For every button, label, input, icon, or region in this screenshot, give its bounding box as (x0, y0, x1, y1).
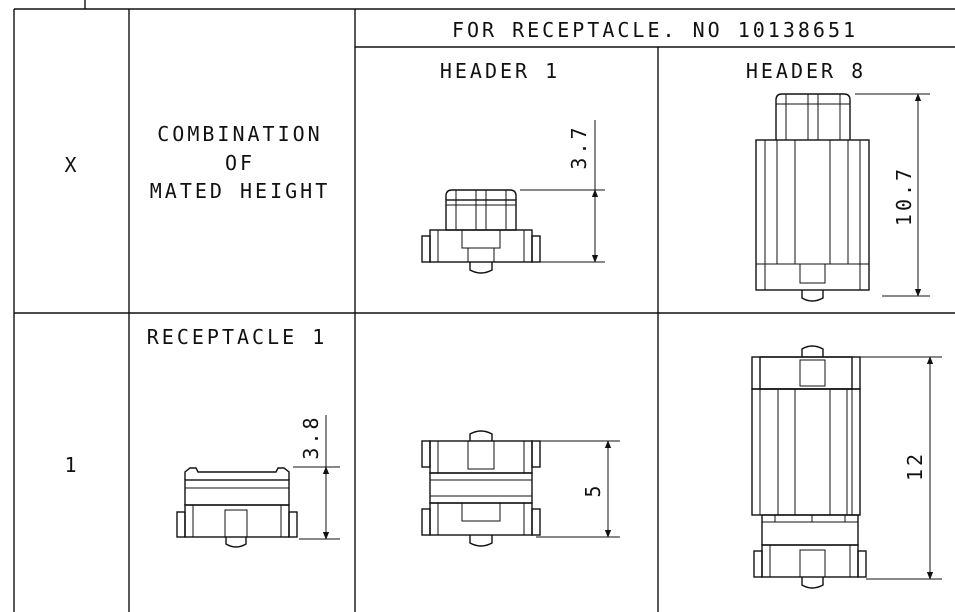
header-8-receptacle-1-drawing (751, 345, 942, 589)
header-1-mated-drawing (421, 120, 605, 274)
receptacle-header-title: FOR RECEPTACLE. NO 10138651 (452, 18, 858, 42)
combination-line: COMBINATION (157, 122, 322, 146)
row-1-label: 1 (64, 453, 79, 477)
dim-12: 12 (903, 451, 927, 481)
dim-3-7: 3.7 (567, 124, 591, 169)
receptacle-1-drawing (176, 415, 340, 548)
receptacle-1-label: RECEPTACLE 1 (147, 325, 328, 349)
header-1-receptacle-1-drawing (421, 430, 620, 547)
table-grid (13, 0, 955, 612)
of-line: OF (225, 151, 255, 175)
dim-3-8: 3.8 (299, 414, 323, 459)
row-x-label: X (64, 153, 79, 177)
dim-10-7: 10.7 (892, 166, 916, 226)
dim-5: 5 (581, 482, 605, 497)
column-header-1: HEADER 1 (440, 59, 560, 83)
column-header-8: HEADER 8 (746, 59, 866, 83)
header-8-mated-drawing (755, 93, 930, 302)
mated-height-line: MATED HEIGHT (150, 179, 331, 203)
